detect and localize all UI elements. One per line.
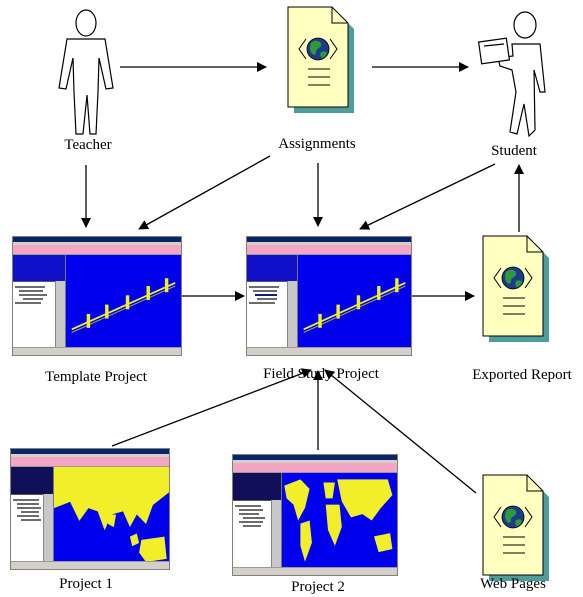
template-project-screenshot [12,236,182,356]
project-1-label: Project 1 [59,576,113,592]
field-study-project-label: Field Study Project [263,366,379,382]
exported-report-label: Exported Report [472,367,572,383]
template-project-label: Template Project [45,369,147,385]
project-2-label: Project 2 [291,579,345,595]
assignments-document-icon [287,6,355,114]
arrow-project1-to-fieldstudy [111,368,312,447]
student-label: Student [491,143,537,159]
arrow-webpages-to-fieldstudy [324,369,477,494]
arrow-assignments-to-template [138,155,271,230]
teacher-label: Teacher [64,137,112,153]
web-pages-document-icon [482,474,550,582]
arrow-student-to-fieldstudy [359,163,496,230]
exported-report-document-icon [482,235,550,343]
student-figure-icon [477,11,546,138]
workflow-arrows [81,62,524,494]
project-2-screenshot [232,454,398,576]
teacher-figure-icon [58,9,114,135]
assignments-label: Assignments [278,136,356,152]
web-pages-label: Web Pages [480,576,546,592]
project-1-screenshot [10,448,170,570]
field-study-project-screenshot [246,236,412,356]
